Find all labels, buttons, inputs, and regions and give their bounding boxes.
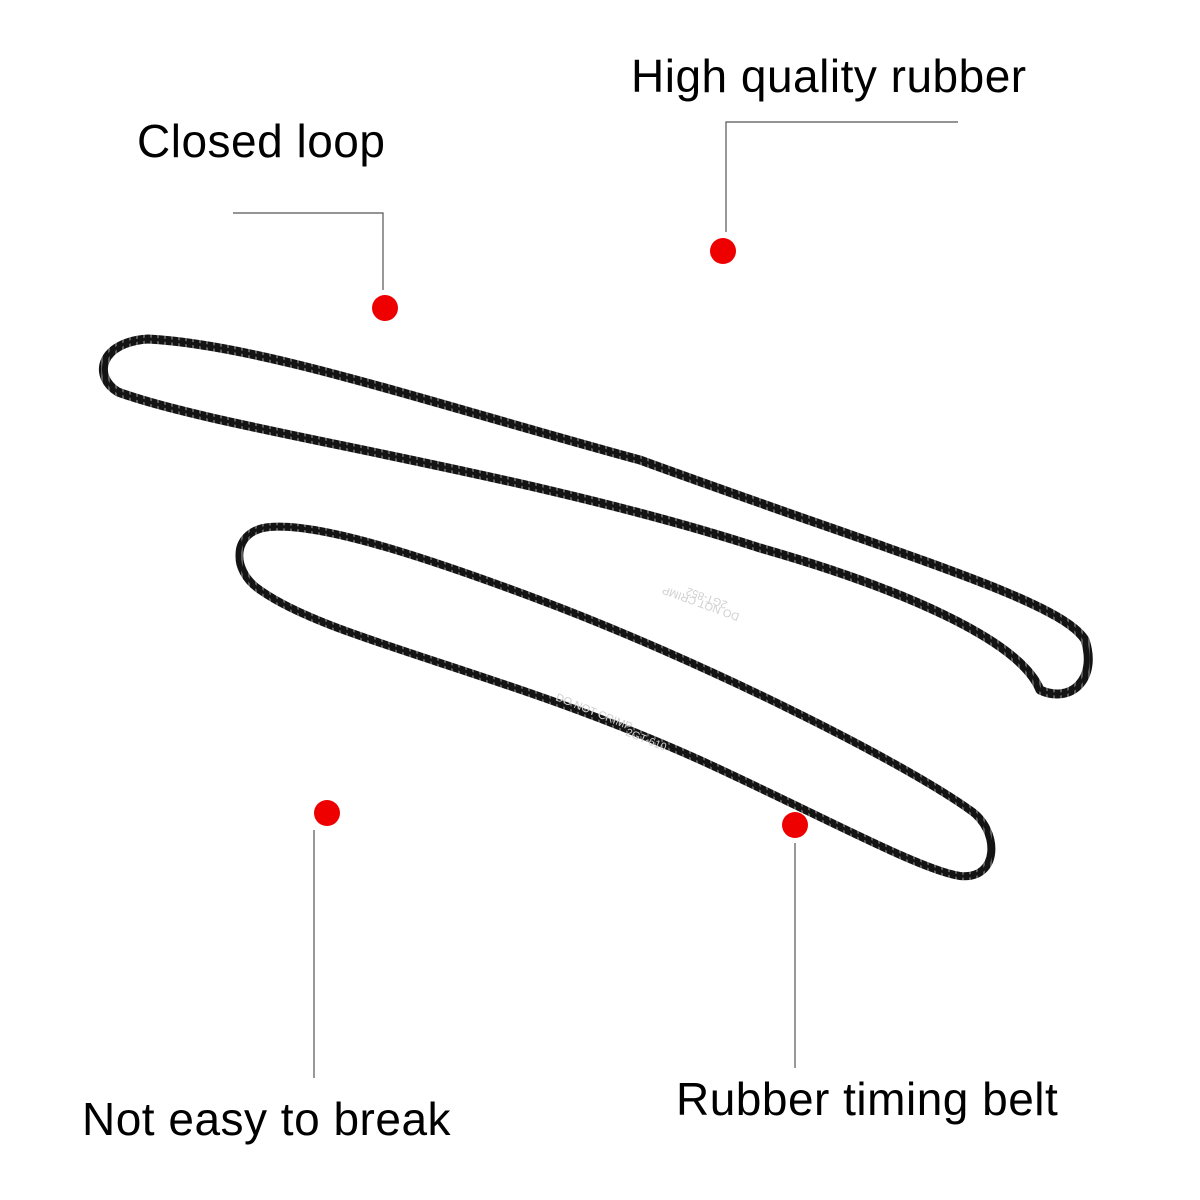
marker-timing-belt: [782, 812, 808, 838]
callout-high-quality-rubber: High quality rubber: [631, 50, 1027, 102]
leader-closed-loop: [233, 212, 384, 290]
callout-rubber-timing-belt: Rubber timing belt: [676, 1073, 1059, 1125]
large-timing-belt: [98, 334, 1093, 699]
marker-not-easy: [314, 800, 340, 826]
callout-closed-loop: Closed loop: [137, 115, 386, 167]
marker-high-quality: [710, 238, 736, 264]
callout-not-easy-to-break: Not easy to break: [82, 1093, 452, 1145]
belt-print-small-line1: DO NOT CRIMP: [554, 692, 634, 733]
belt-print-small-line2: 2GT-610: [624, 727, 668, 754]
small-timing-belt: [235, 522, 996, 881]
leader-lines: [233, 121, 958, 1078]
marker-closed-loop: [372, 295, 398, 321]
callout-markers: [314, 238, 808, 838]
belt-print-large: DO NOT CRIMP 2GT-852: [661, 583, 741, 622]
belt-print-small: DO NOT CRIMP 2GT-610: [554, 692, 668, 754]
leader-high-quality: [725, 121, 958, 232]
